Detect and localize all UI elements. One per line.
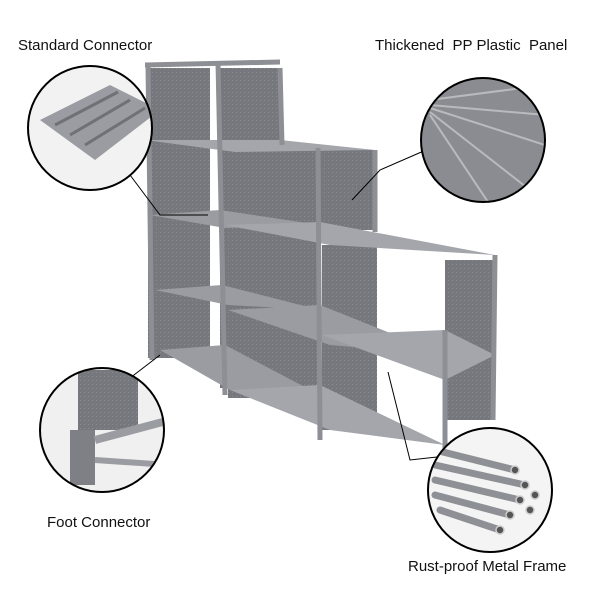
- foot-connector-label: Foot Connector: [47, 514, 151, 531]
- metal-frame-label: Rust-proof Metal Frame: [408, 558, 567, 575]
- metal-frame-callout: [427, 427, 553, 553]
- standard-connector-label: Standard Connector: [18, 37, 153, 54]
- standard-connector-callout: [27, 65, 153, 191]
- pp-panel-callout: [420, 77, 546, 203]
- cube-shelf: [144, 59, 498, 450]
- pp-panel-label: Thickened PP Plastic Panel: [375, 37, 568, 54]
- foot-connector-callout: [39, 367, 165, 493]
